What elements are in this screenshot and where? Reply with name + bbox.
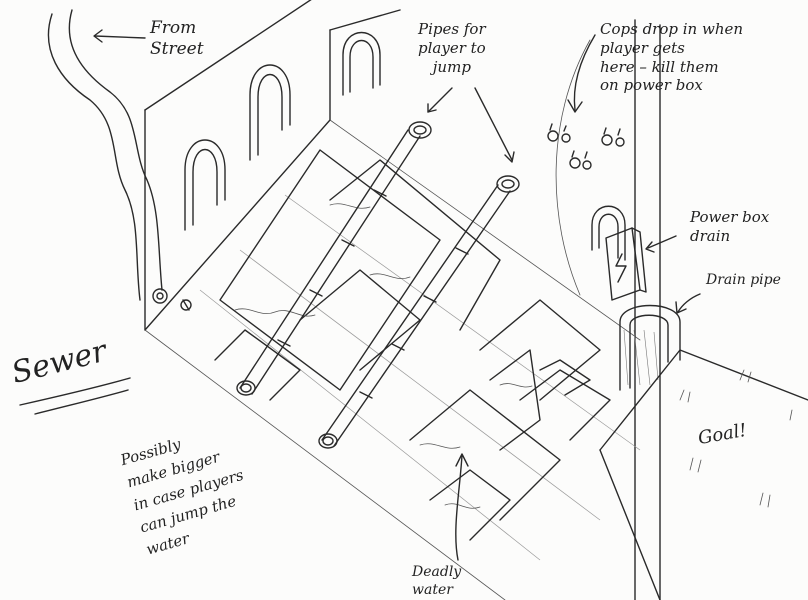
jump-pipe-right: [319, 176, 519, 448]
label-pipes: Pipes for player to jump: [418, 20, 486, 76]
arrow-from-street: [94, 30, 145, 42]
goal-area: [600, 350, 808, 600]
label-deadly-water: Deadly water: [412, 564, 461, 599]
jump-pipe-left: [237, 122, 431, 395]
label-from-street: From Street: [150, 18, 204, 61]
wall-hoops: [185, 33, 625, 261]
arrow-cops: [556, 35, 595, 295]
label-power-box: Power box drain: [690, 208, 769, 246]
arrows-to-pipes: [428, 88, 514, 162]
label-drain-pipe: Drain pipe: [706, 272, 781, 290]
label-cops: Cops drop in when player gets here – kil…: [600, 20, 743, 95]
power-box: [606, 228, 676, 300]
floor-platforms: [215, 150, 610, 540]
